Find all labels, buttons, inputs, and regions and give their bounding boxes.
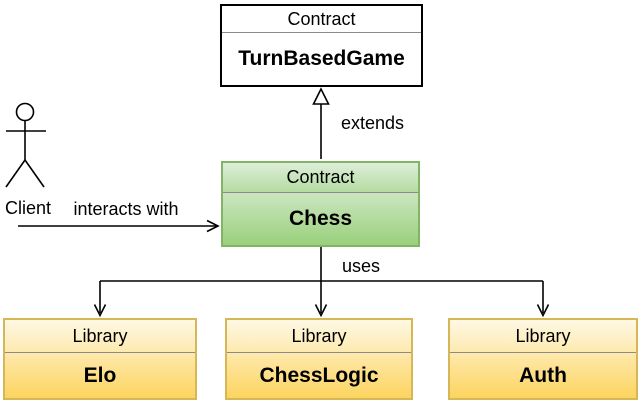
uses-connector [93,247,550,318]
node-chess: Contract Chess [221,161,420,247]
node-turnbasedgame-name: TurnBasedGame [238,47,405,70]
node-elo-name: Elo [5,353,195,398]
node-auth-stereotype: Library [450,320,636,353]
node-auth: Library Auth [448,318,638,400]
node-chesslogic-name: ChessLogic [227,353,411,398]
node-turnbasedgame-stereotype: Contract [222,6,421,33]
client-actor-label: Client [4,198,52,218]
extends-arrow [312,87,330,159]
node-elo-stereotype: Library [5,320,195,353]
extends-edge-label: extends [341,113,405,133]
interacts-arrow [18,219,220,233]
node-turnbasedgame: Contract TurnBasedGame [220,4,423,87]
client-actor-icon [5,102,46,188]
node-elo: Library Elo [3,318,197,400]
node-chess-stereotype: Contract [223,163,418,193]
node-auth-name: Auth [450,353,636,398]
interacts-edge-label: interacts with [73,199,179,219]
node-chesslogic: Library ChessLogic [225,318,413,400]
node-chesslogic-stereotype: Library [227,320,411,353]
node-chess-name: Chess [223,193,418,245]
uses-edge-label: uses [342,256,381,276]
